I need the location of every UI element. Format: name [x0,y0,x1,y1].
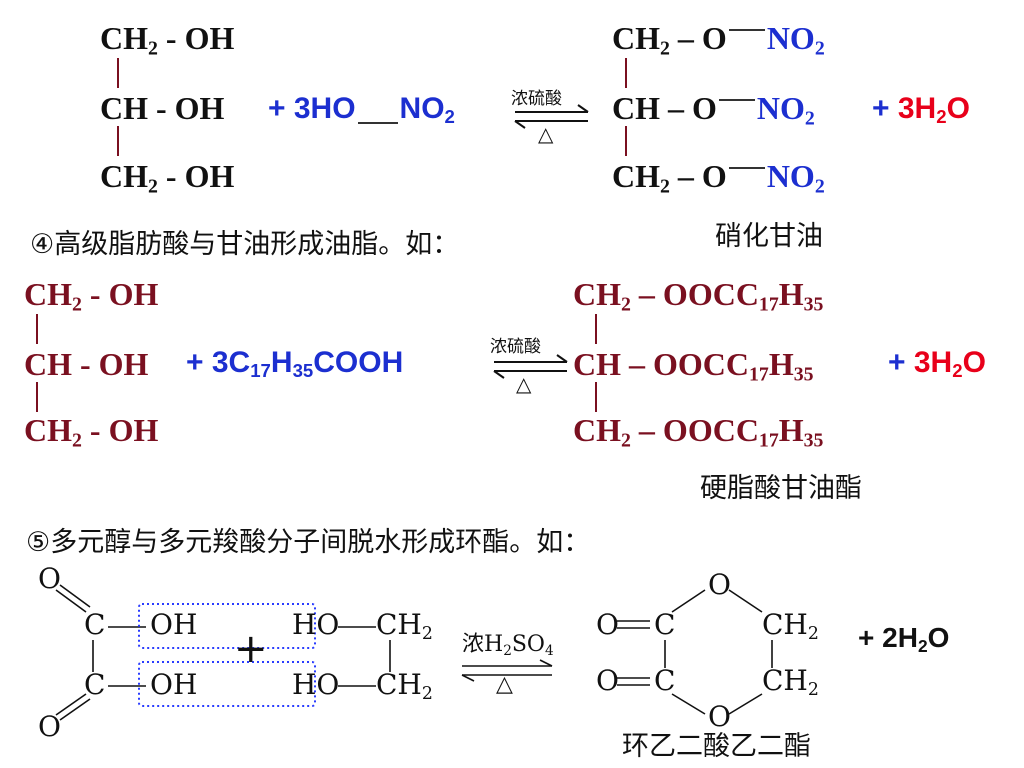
r3-condition: 浓H2SO4 [462,632,554,659]
r2-reagent: + 3C17H35COOH [186,346,404,382]
r1-byproduct: + 3H2O [872,92,970,128]
r1-right-bond1 [625,58,627,88]
r2-right-row2: CH – OOCC17H35 [573,346,814,386]
r3-acid-c-top: C [84,608,106,641]
r3-acid-o-top: O [38,562,61,595]
r3-glycol-ch2-top: CH2 [376,608,433,644]
r3-acid-oh-top: OH [150,608,198,641]
r3-byproduct: + 2H2O [858,622,950,656]
r1-left-row3: CH2 - OH [100,158,235,198]
r3-ring-c-top: C [654,608,676,641]
r3-ring-o-left-top: O [596,608,619,641]
r3-ring-o-bot: O [708,700,731,733]
r3-ring-o-left-bot: O [596,664,619,697]
r3-ring-c-bot: C [654,664,676,697]
r3-glycol-ho-bot: HO [292,668,340,701]
r3-glycol-ho-top: HO [292,608,340,641]
r3-acid-oh-bot: OH [150,668,198,701]
r2-right-bond2 [595,382,597,412]
r2-byproduct: + 3H2O [888,346,986,382]
r1-left-bond1 [117,58,119,88]
r2-condition-bottom: △ [516,372,532,396]
r2-right-bond1 [595,314,597,344]
r3-acid-c-bot: C [84,668,106,701]
r2-right-row1: CH2 – OOCC17H35 [573,276,824,316]
r1-left-bond2 [117,126,119,156]
r1-condition-bottom: △ [538,122,554,146]
r1-product-name: 硝化甘油 [715,221,823,252]
r3-ring-ch2-top: CH2 [762,608,819,644]
r2-left-bond1 [36,314,38,344]
r2-left-bond2 [36,382,38,412]
point4-text: ④高级脂肪酸与甘油形成油脂。如： [30,229,460,260]
r3-product-name: 环乙二酸乙二酯 [622,731,811,762]
r3-glycol-ch2-bot: CH2 [376,668,433,704]
r2-left-row2: CH - OH [24,346,149,382]
r2-condition-top: 浓硫酸 [490,337,541,357]
r1-condition-top: 浓硫酸 [511,89,562,109]
r2-left-row1: CH2 - OH [24,276,159,316]
r1-left-row2: CH - OH [100,90,225,126]
r2-right-row3: CH2 – OOCC17H35 [573,412,824,452]
r1-right-bond2 [625,126,627,156]
r3-ring-o-top: O [708,568,731,601]
r1-left-row1: CH2 - OH [100,20,235,60]
r3-condition-bottom: △ [496,672,513,697]
r2-left-row3: CH2 - OH [24,412,159,452]
r3-plus: + [234,626,268,672]
r3-acid-o-bot: O [38,710,61,743]
r2-product-name: 硬脂酸甘油酯 [700,473,862,504]
r3-ring-ch2-bot: CH2 [762,664,819,700]
point5-text: ⑤多元醇与多元羧酸分子间脱水形成环酯。如： [26,527,591,558]
